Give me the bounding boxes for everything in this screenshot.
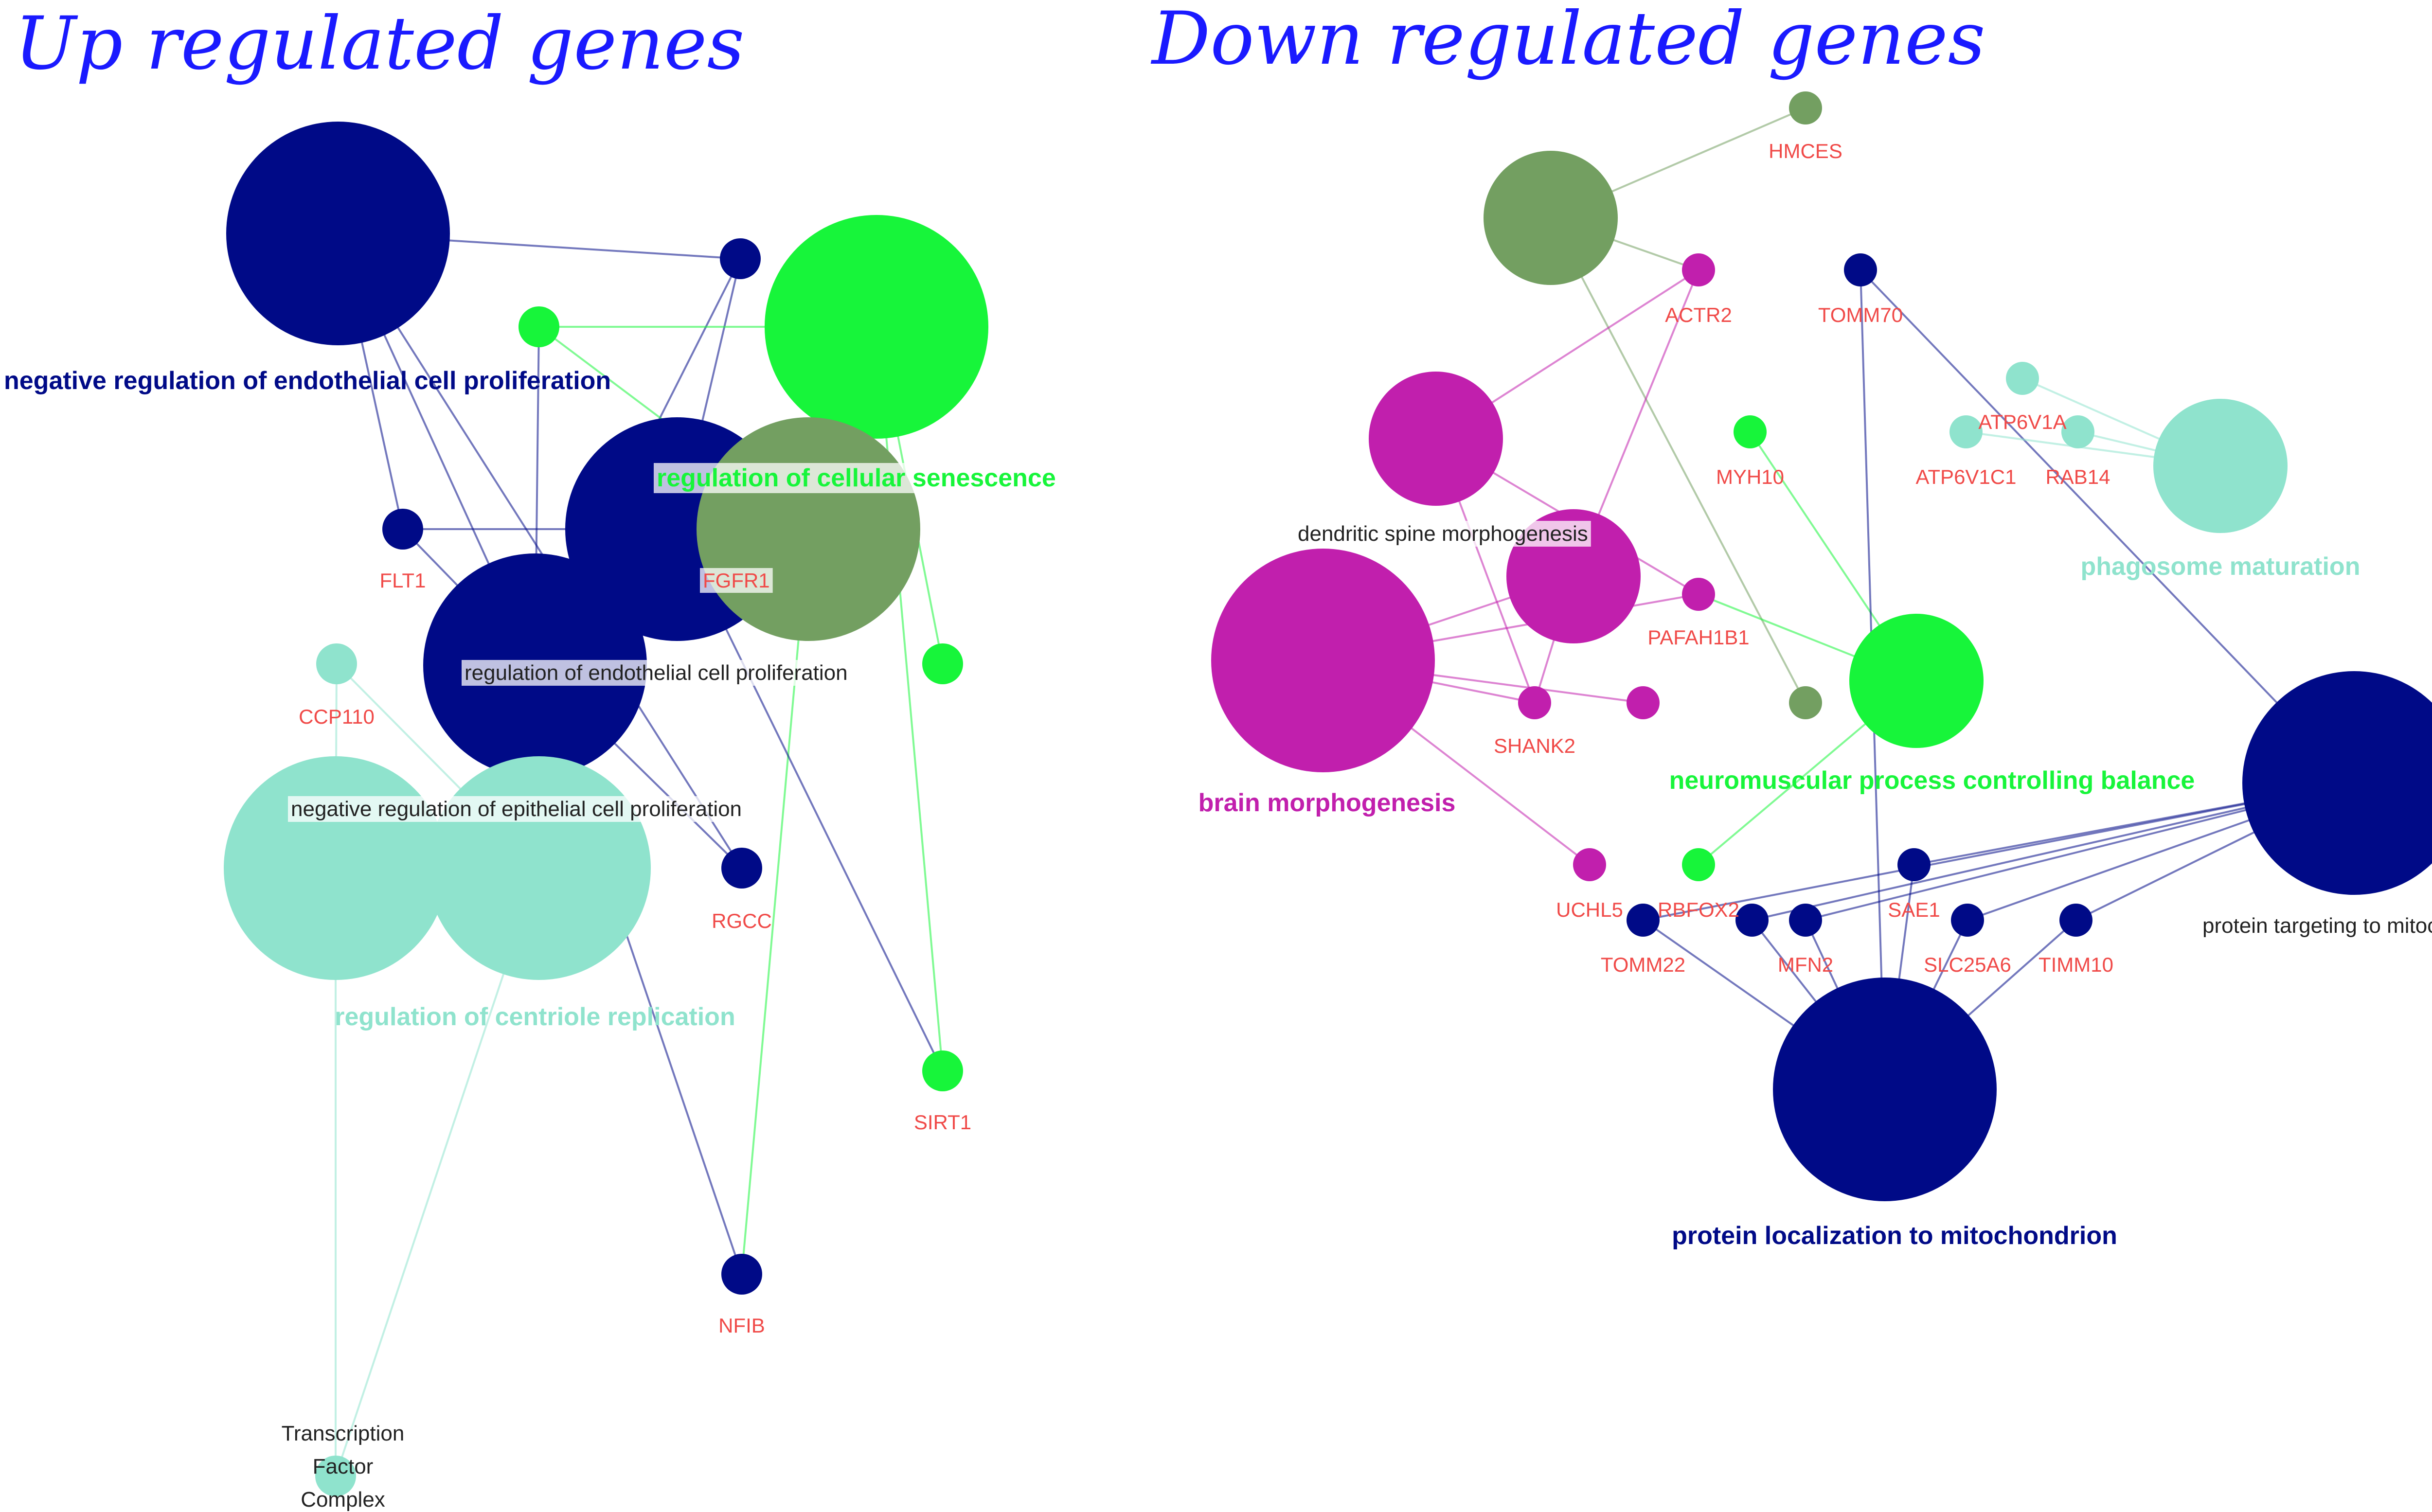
label-bg-dendritic-spine-morphogenesis bbox=[1295, 521, 1591, 547]
label-regulation-of-endothelial-cell-proliferation: regulation of endothelial cell prolifera… bbox=[465, 661, 848, 685]
node-phagosome[interactable] bbox=[2153, 399, 2288, 533]
edge-olive-hub-nfib bbox=[741, 529, 809, 1275]
label-shank2: SHANK2 bbox=[1494, 734, 1575, 757]
node-sae1[interactable] bbox=[1897, 848, 1931, 881]
label-sirt1: SIRT1 bbox=[914, 1111, 971, 1134]
label-hmces: HMCES bbox=[1769, 140, 1842, 162]
up-regulated-network: negative regulation of endothelial cell … bbox=[4, 122, 1059, 1512]
node-u-green-small-1[interactable] bbox=[519, 306, 559, 347]
node-u-green-small-2[interactable] bbox=[922, 643, 963, 684]
node-flt1[interactable] bbox=[382, 509, 423, 550]
label-atp6v1a: ATP6V1A bbox=[1978, 410, 2066, 433]
node-centriole-a[interactable] bbox=[224, 756, 447, 980]
label-sae1: SAE1 bbox=[1888, 898, 1940, 921]
node-pafah1b1[interactable] bbox=[1682, 578, 1715, 611]
label-mfn2: MFN2 bbox=[1778, 953, 1833, 976]
label-nfib: NFIB bbox=[718, 1314, 765, 1337]
edge-neg-endo-rgcc bbox=[337, 232, 743, 869]
label-protein-targeting-to-mitochondrion: protein targeting to mitochondrion bbox=[2202, 914, 2432, 938]
node-dendritic[interactable] bbox=[1369, 372, 1503, 506]
label-bg-fgfr1 bbox=[700, 568, 773, 593]
label-pafah1b1: PAFAH1B1 bbox=[1647, 626, 1749, 649]
node-tomm70[interactable] bbox=[1844, 253, 1877, 286]
node-ptm[interactable] bbox=[2242, 671, 2432, 895]
node-olive-hub[interactable] bbox=[697, 417, 920, 641]
edge-senescence-sirt1 bbox=[876, 326, 944, 1071]
label-factor: Factor bbox=[313, 1455, 374, 1478]
node-sirt1[interactable] bbox=[922, 1050, 963, 1091]
label-myh10: MYH10 bbox=[1716, 465, 1784, 488]
node-nfib[interactable] bbox=[721, 1254, 762, 1295]
node-rbfox2[interactable] bbox=[1682, 848, 1715, 881]
label-regulation-of-centriole-replication: regulation of centriole replication bbox=[335, 1003, 735, 1031]
node-mfn2[interactable] bbox=[1789, 904, 1822, 937]
node-myh10[interactable] bbox=[1734, 415, 1767, 448]
node-hmces[interactable] bbox=[1789, 91, 1822, 125]
node-uchl5[interactable] bbox=[1573, 848, 1606, 881]
label-protein-localization-to-mitochondrion: protein localization to mitochondrion bbox=[1672, 1222, 2117, 1250]
node-mag-small[interactable] bbox=[1627, 686, 1660, 719]
node-u-navy-small-1[interactable] bbox=[720, 238, 761, 279]
node-olive-small[interactable] bbox=[1789, 686, 1822, 719]
node-timm10[interactable] bbox=[2059, 904, 2092, 937]
label-fgfr1: FGFR1 bbox=[703, 569, 770, 592]
down-regulated-title: Down regulated genes bbox=[1152, 0, 1985, 81]
node-rgcc[interactable] bbox=[721, 848, 762, 889]
node-atp6v1a-node[interactable] bbox=[2006, 362, 2039, 395]
node-shank2[interactable] bbox=[1518, 686, 1551, 719]
label-flt1: FLT1 bbox=[380, 569, 426, 592]
label-tomm70: TOMM70 bbox=[1818, 303, 1903, 326]
up-labels: negative regulation of endothelial cell … bbox=[4, 367, 1059, 1512]
label-negative-regulation-of-endothelial-cell-proliferation: negative regulation of endothelial cell … bbox=[4, 367, 611, 395]
node-senescence[interactable] bbox=[765, 215, 988, 439]
label-regulation-of-cellular-senescence: regulation of cellular senescence bbox=[657, 464, 1056, 492]
down-edges bbox=[1322, 107, 2355, 1090]
label-atp6v1c1: ATP6V1C1 bbox=[1916, 465, 2017, 488]
node-plm[interactable] bbox=[1773, 978, 1997, 1201]
label-transcription: Transcription bbox=[282, 1422, 405, 1445]
node-ccp110[interactable] bbox=[316, 643, 357, 684]
node-brain[interactable] bbox=[1211, 549, 1435, 772]
node-slc25a6[interactable] bbox=[1951, 904, 1984, 937]
node-neg-endo[interactable] bbox=[226, 122, 450, 345]
node-tfc[interactable] bbox=[315, 1456, 356, 1496]
label-phagosome-maturation: phagosome maturation bbox=[2081, 552, 2360, 581]
label-dendritic-spine-morphogenesis: dendritic spine morphogenesis bbox=[1298, 522, 1588, 546]
node-neuro[interactable] bbox=[1849, 614, 1984, 748]
label-neuromuscular-process-controlling-balance: neuromuscular process controlling balanc… bbox=[1669, 766, 2195, 795]
label-tomm22: TOMM22 bbox=[1601, 953, 1685, 976]
node-centriole-b[interactable] bbox=[427, 756, 651, 980]
label-bg-negative-regulation-of-epithelial-cell-proliferation bbox=[288, 796, 745, 822]
down-nodes bbox=[1211, 91, 2432, 1201]
label-rgcc: RGCC bbox=[712, 909, 772, 932]
label-actr2: ACTR2 bbox=[1665, 303, 1732, 326]
node-atp6v1c1-node[interactable] bbox=[1949, 415, 1983, 448]
label-bg-regulation-of-cellular-senescence bbox=[654, 463, 1059, 493]
label-rab14: RAB14 bbox=[2045, 465, 2110, 488]
node-rab14-node[interactable] bbox=[2061, 415, 2094, 448]
label-ccp110: CCP110 bbox=[299, 705, 375, 728]
node-tomm22[interactable] bbox=[1627, 904, 1660, 937]
label-timm10: TIMM10 bbox=[2039, 953, 2113, 976]
label-rbfox2: RBFOX2 bbox=[1658, 898, 1739, 921]
node-olive-big[interactable] bbox=[1484, 151, 1618, 285]
label-slc25a6: SLC25A6 bbox=[1924, 953, 2011, 976]
node-d-navy-a[interactable] bbox=[1735, 904, 1769, 937]
label-bg-regulation-of-endothelial-cell-proliferation bbox=[462, 660, 851, 686]
edge-olive-big-olive-small bbox=[1550, 217, 1806, 703]
up-regulated-title: Up regulated genes bbox=[15, 1, 745, 86]
label-uchl5: UCHL5 bbox=[1556, 898, 1623, 921]
edge-tomm70-ptm bbox=[1860, 269, 2355, 784]
label-complex: Complex bbox=[301, 1488, 385, 1512]
label-negative-regulation-of-epithelial-cell-proliferation: negative regulation of epithelial cell p… bbox=[291, 797, 742, 821]
label-brain-morphogenesis: brain morphogenesis bbox=[1198, 789, 1456, 817]
node-actr2[interactable] bbox=[1682, 253, 1715, 286]
